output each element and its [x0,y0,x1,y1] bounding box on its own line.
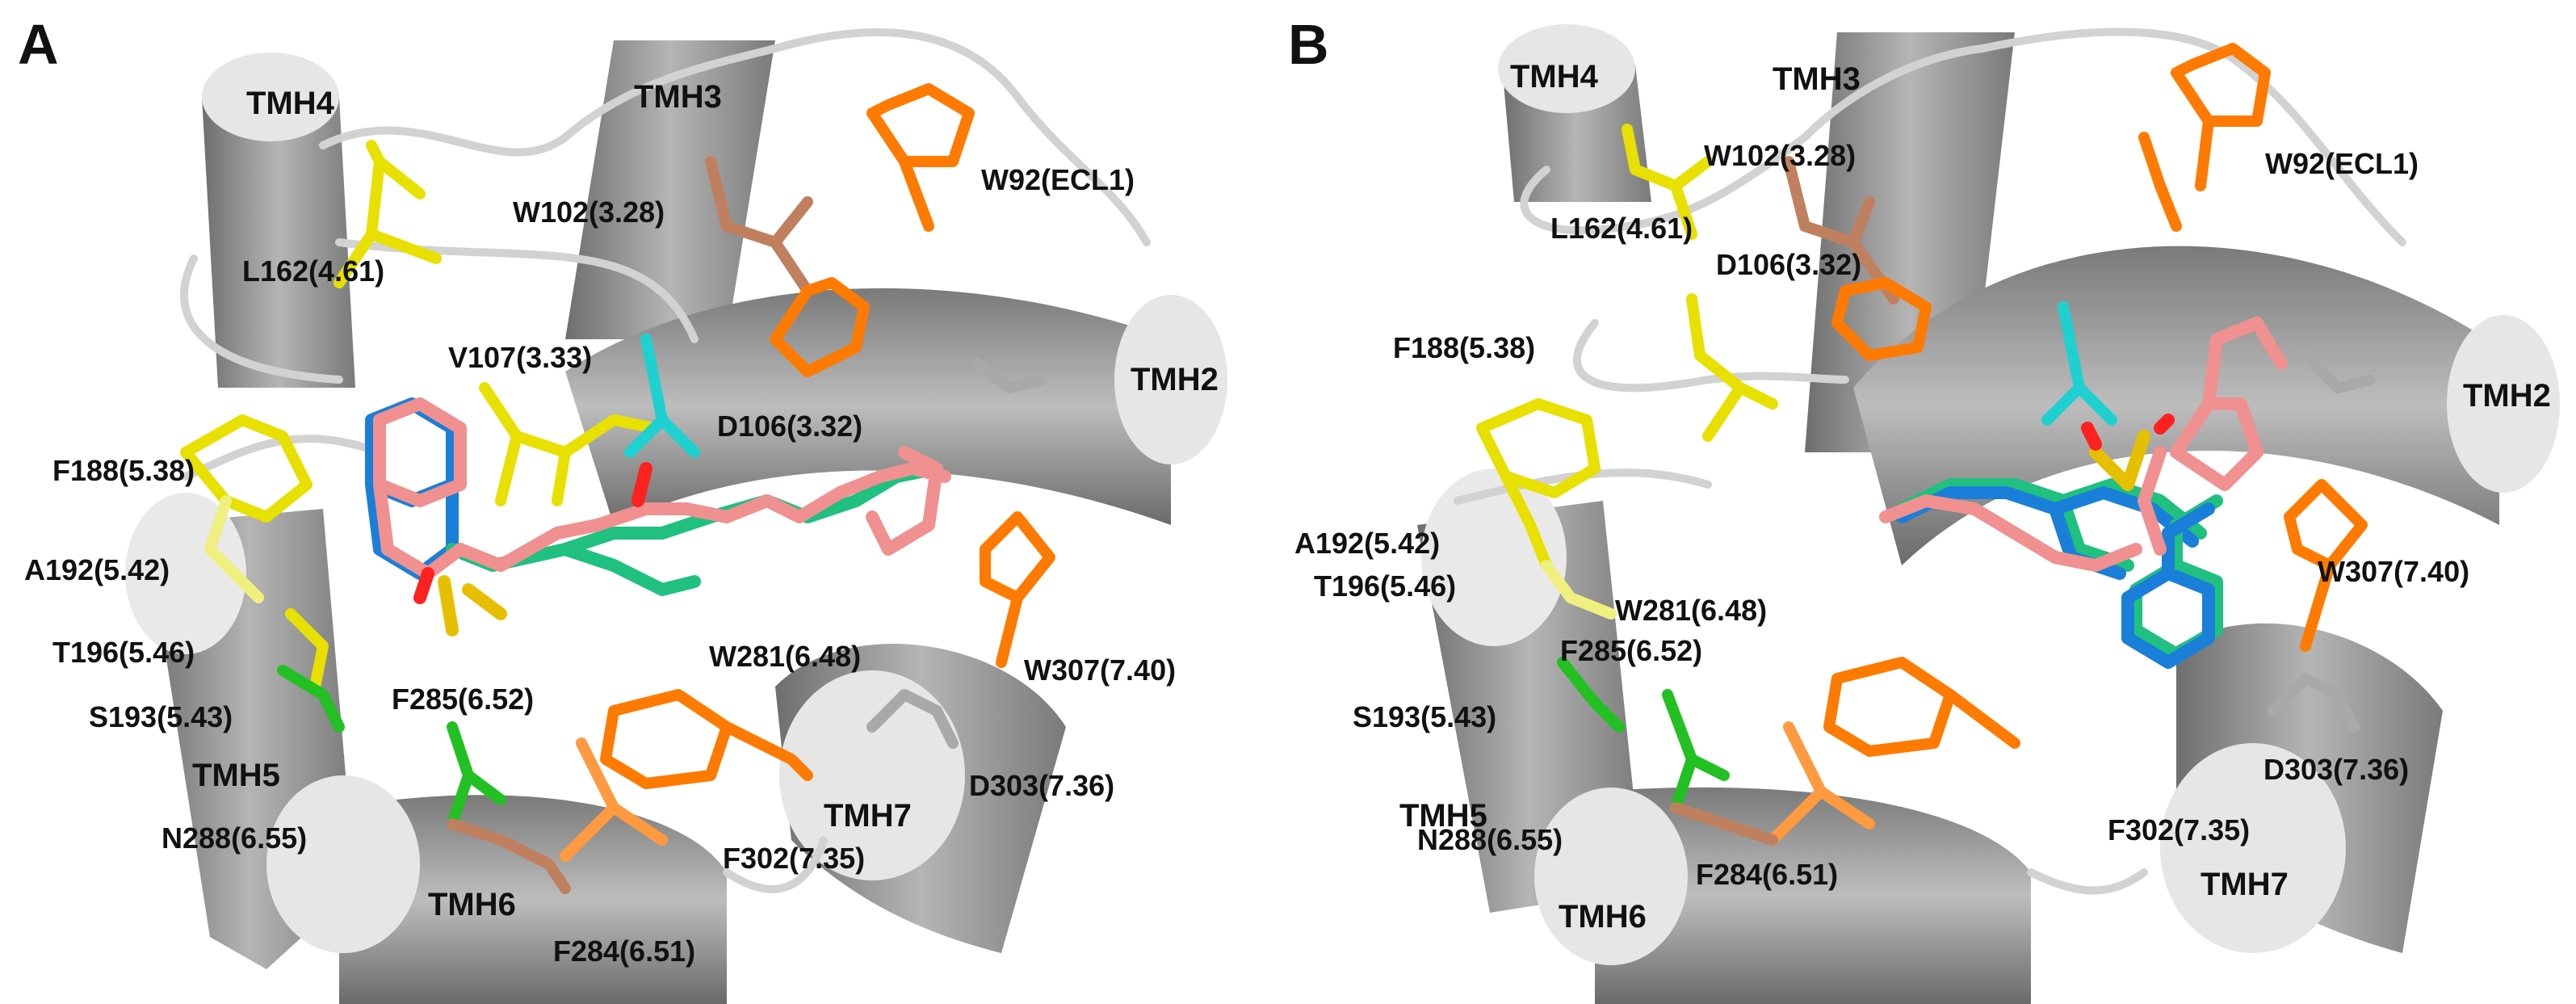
helix-label-tmh5: TMH5 [1399,798,1487,834]
residue-label-a192: A192(5.42) [24,553,170,586]
residue-label-w281: W281(6.48) [1615,594,1768,627]
residue-label-f284: F284(6.51) [1696,858,1839,891]
residue-sticks [1476,43,2376,846]
ligand-sticks [365,397,951,636]
residue-label-l162: L162(4.61) [242,254,385,288]
helix-label-tmh7: TMH7 [2201,867,2289,902]
residue-label-d106: D106(3.32) [1716,248,1862,281]
residue-label-w102: W102(3.28) [1704,139,1856,172]
helix-label-tmh3: TMH3 [634,79,722,115]
residue-label-d106: D106(3.32) [717,410,863,443]
helix-label-tmh6: TMH6 [1559,899,1647,935]
panel-a-label: A [18,13,59,76]
residue-label-f285: F285(6.52) [392,683,535,716]
residue-label-f302: F302(7.35) [2108,813,2251,846]
residue-label-w307: W307(7.40) [2318,555,2470,588]
helix-label-tmh6: TMH6 [428,887,516,922]
residue-label-w307: W307(7.40) [1024,653,1177,687]
panel-b-structure-illustration [1417,24,2560,1004]
residue-label-v107: V107(3.33) [448,341,593,374]
helix-label-tmh4: TMH4 [1510,59,1598,95]
residue-label-s193: S193(5.43) [89,700,233,733]
residue-label-w281: W281(6.48) [709,640,862,673]
residue-label-f302: F302(7.35) [723,842,866,875]
panel-b: B TMH4 TMH3 TMH2 TMH5 TMH6 TMH7 L162(4.6… [1288,0,2576,1004]
ligand-sticks [1879,317,2288,669]
residue-label-n288: N288(6.55) [1417,823,1563,856]
residue-label-t196: T196(5.46) [52,636,195,669]
helix-label-tmh4: TMH4 [246,86,334,121]
helix-label-tmh7: TMH7 [824,798,912,834]
residue-label-w92: W92(ECL1) [2265,147,2419,180]
panel-b-label: B [1288,13,1329,76]
helix-label-tmh3: TMH3 [1773,61,1861,97]
residue-label-f188: F188(5.38) [1393,331,1536,364]
residue-label-f284: F284(6.51) [553,935,696,968]
residue-label-d303: D303(7.36) [2263,753,2410,786]
residue-label-f188: F188(5.38) [52,454,195,487]
residue-label-f285: F285(6.52) [1560,634,1703,667]
helix-label-tmh2: TMH2 [1131,362,1219,397]
residue-label-s193: S193(5.43) [1353,700,1497,733]
residue-label-d303: D303(7.36) [969,769,1115,802]
helix-label-tmh2: TMH2 [2463,378,2551,414]
panel-a-structure-illustration [125,28,1227,1004]
helix-tubes [125,40,1227,1004]
residue-label-a192: A192(5.42) [1294,527,1441,560]
residue-label-t196: T196(5.46) [1314,569,1457,603]
residue-label-n288: N288(6.55) [162,821,308,855]
panel-a: A TMH4 TMH3 TMH2 TMH5 TMH6 TMH7 L162(4.6… [18,13,1227,1004]
residue-label-w102: W102(3.28) [513,195,665,229]
helix-label-tmh5: TMH5 [192,758,280,793]
residue-label-l162: L162(4.61) [1550,212,1693,245]
residue-label-w92: W92(ECL1) [981,163,1135,196]
residue-sticks [180,83,1055,894]
